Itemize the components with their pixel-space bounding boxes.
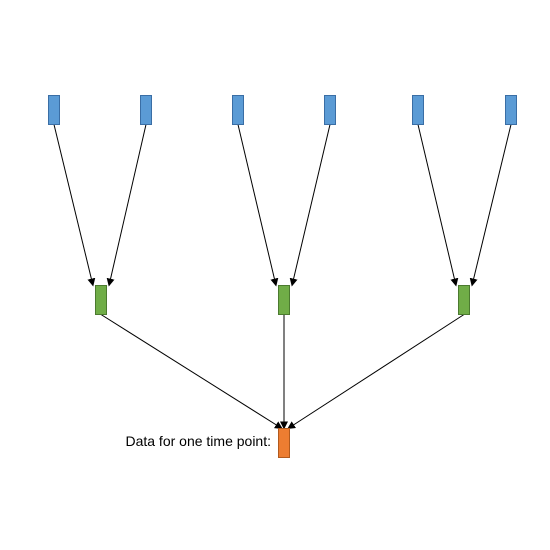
top-node-1 — [48, 95, 60, 125]
time-point-caption: Data for one time point: — [125, 433, 271, 449]
middle-node-2 — [278, 285, 290, 315]
top-node-3 — [232, 95, 244, 125]
top-node-5 — [412, 95, 424, 125]
nodes-group — [48, 95, 517, 458]
arrow-top-4-to-middle-2 — [289, 124, 331, 287]
top-node-4 — [324, 95, 336, 125]
arrow-middle-3-to-bottom — [287, 314, 465, 430]
top-node-2 — [140, 95, 152, 125]
arrows-group — [53, 124, 512, 430]
arrow-top-3-to-middle-2 — [237, 124, 279, 287]
middle-node-3 — [458, 285, 470, 315]
arrow-top-1-to-middle-1 — [53, 124, 96, 287]
arrow-top-6-to-middle-3 — [469, 124, 512, 287]
arrow-top-2-to-middle-1 — [106, 124, 147, 287]
arrow-top-5-to-middle-3 — [417, 124, 459, 287]
middle-node-1 — [95, 285, 107, 315]
bottom-node — [278, 428, 290, 458]
top-node-6 — [505, 95, 517, 125]
arrow-middle-1-to-bottom — [100, 314, 283, 430]
